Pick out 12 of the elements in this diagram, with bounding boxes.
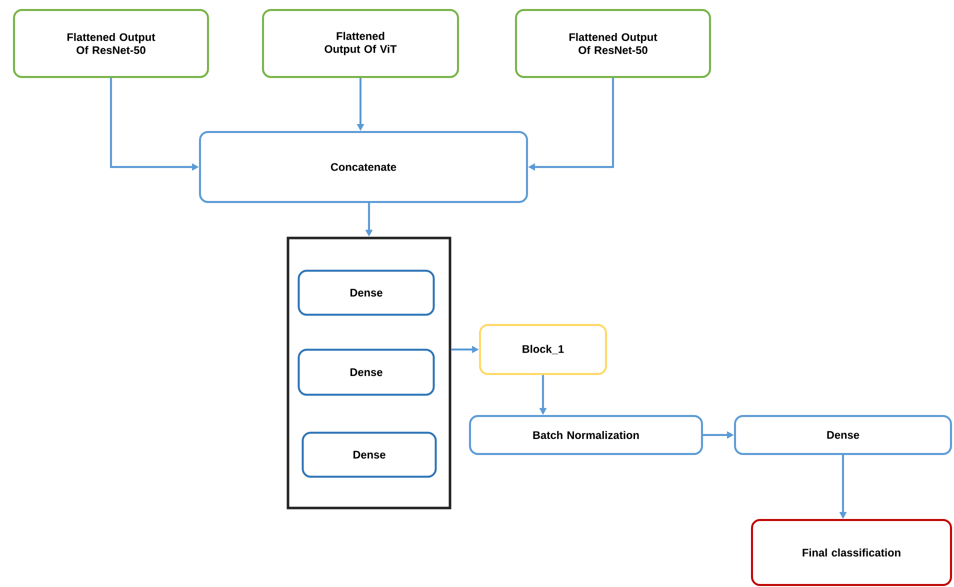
layer-box: Dense: [302, 432, 437, 478]
process-box: Batch Normalization: [469, 415, 703, 455]
layer-box: Dense: [298, 348, 435, 396]
input-box: Flattened Output Of ViT: [262, 9, 459, 78]
output-box: Final classification: [751, 519, 952, 586]
block-box: Block_1: [479, 324, 607, 375]
layer-box: Dense: [298, 270, 435, 316]
input-box: Flattened Output Of ResNet-50: [13, 9, 209, 78]
input-box: Flattened Output Of ResNet-50: [515, 9, 711, 78]
container-box: [286, 236, 452, 510]
process-box: Concatenate: [199, 131, 528, 203]
process-box: Dense: [734, 415, 952, 455]
